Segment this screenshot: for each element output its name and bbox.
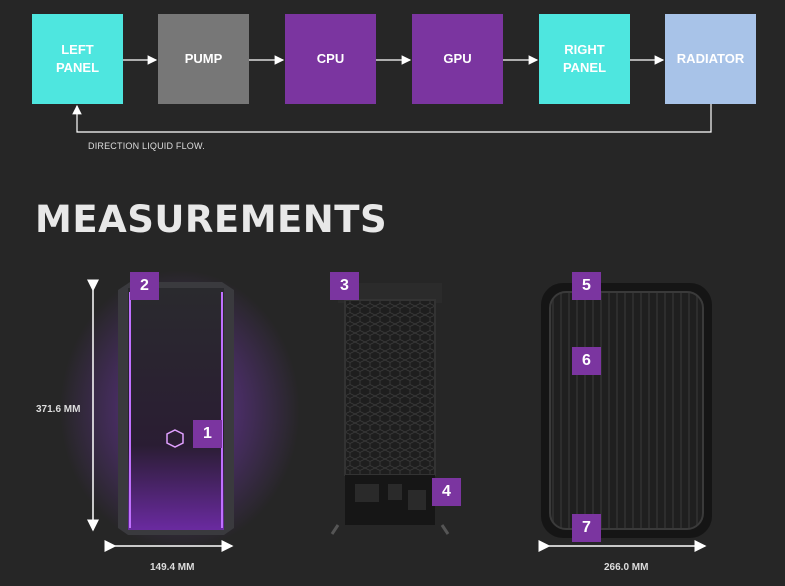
- flow-node-radiator: RADIATOR: [665, 14, 756, 104]
- case-front-illustration: [60, 270, 300, 550]
- depth-dimension: 266.0 MM: [604, 562, 649, 573]
- flow-node-gpu: GPU: [412, 14, 503, 104]
- callout-badge-4: 4: [432, 478, 461, 506]
- flow-arrows: [72, 55, 712, 133]
- callout-badge-6: 6: [572, 347, 601, 375]
- flow-node-right-panel: RIGHT PANEL: [539, 14, 630, 104]
- case-side-illustration: [541, 283, 712, 538]
- callout-badge-1: 1: [193, 420, 222, 448]
- dimension-arrows: [87, 279, 707, 552]
- width-dimension: 149.4 MM: [150, 562, 195, 573]
- callout-badge-7: 7: [572, 514, 601, 542]
- callout-badge-3: 3: [330, 272, 359, 300]
- case-back-illustration: [330, 283, 450, 535]
- flow-node-cpu: CPU: [285, 14, 376, 104]
- callout-badge-2: 2: [130, 272, 159, 300]
- flow-node-left-panel: LEFT PANEL: [32, 14, 123, 104]
- flow-direction-note: DIRECTION LIQUID FLOW.: [88, 141, 205, 151]
- flow-node-pump: PUMP: [158, 14, 249, 104]
- callout-badge-5: 5: [572, 272, 601, 300]
- height-dimension: 371.6 MM: [36, 404, 81, 415]
- page-title: MEASUREMENTS: [35, 198, 388, 241]
